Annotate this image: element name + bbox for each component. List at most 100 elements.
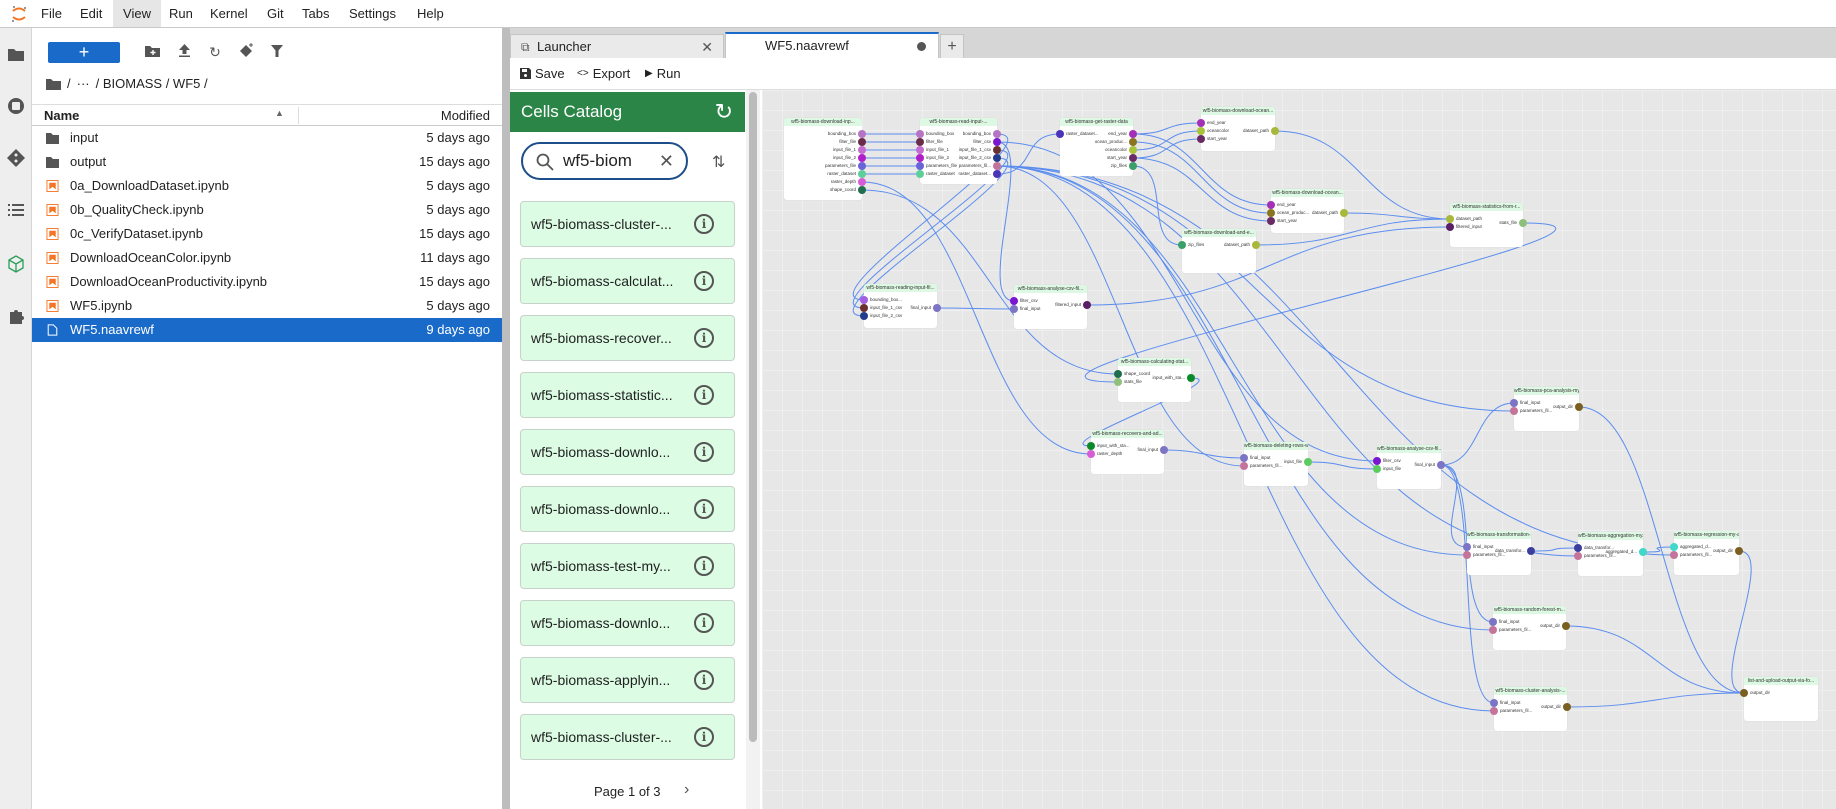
input-port[interactable]: [916, 162, 924, 170]
workflow-node[interactable]: wf5-biomass-statistics-from-r...dataset_…: [1446, 203, 1527, 247]
sort-ascending-icon[interactable]: ▲: [275, 108, 284, 118]
input-port[interactable]: [1197, 127, 1205, 135]
output-port[interactable]: [858, 154, 866, 162]
menu-settings[interactable]: Settings: [349, 6, 396, 21]
input-port[interactable]: [1267, 217, 1275, 225]
output-port[interactable]: [1304, 458, 1312, 466]
input-port[interactable]: [1740, 689, 1748, 697]
input-port[interactable]: [1087, 450, 1095, 458]
output-port[interactable]: [1437, 461, 1445, 469]
input-port[interactable]: [1463, 551, 1471, 559]
catalog-cell-item[interactable]: wf5-biomass-recover...i: [520, 315, 735, 361]
info-icon[interactable]: i: [694, 670, 714, 690]
output-port[interactable]: [993, 170, 1001, 178]
export-button[interactable]: <>Export: [577, 66, 630, 81]
input-port[interactable]: [1489, 626, 1497, 634]
panel-splitter[interactable]: [502, 28, 510, 809]
info-icon[interactable]: i: [694, 556, 714, 576]
column-modified[interactable]: Modified: [440, 108, 490, 123]
info-icon[interactable]: i: [694, 613, 714, 633]
input-port[interactable]: [1197, 135, 1205, 143]
output-port[interactable]: [1187, 374, 1195, 382]
running-stop-icon[interactable]: [6, 96, 26, 116]
folder-icon[interactable]: [6, 44, 26, 64]
output-port[interactable]: [858, 146, 866, 154]
column-name[interactable]: Name: [44, 108, 80, 123]
input-port[interactable]: [1446, 215, 1454, 223]
input-port[interactable]: [1240, 462, 1248, 470]
info-icon[interactable]: i: [694, 727, 714, 747]
filter-icon[interactable]: [267, 42, 287, 62]
input-port[interactable]: [1446, 223, 1454, 231]
menu-view[interactable]: View: [113, 0, 161, 27]
output-port[interactable]: [858, 130, 866, 138]
input-port[interactable]: [1490, 707, 1498, 715]
breadcrumb-ellipsis[interactable]: ···: [76, 76, 90, 91]
output-port[interactable]: [1519, 219, 1527, 227]
input-port[interactable]: [860, 296, 868, 304]
input-port[interactable]: [1373, 465, 1381, 473]
info-icon[interactable]: i: [694, 499, 714, 519]
tab-wf5-naavrewf[interactable]: WF5.naavrewf: [725, 32, 939, 58]
output-port[interactable]: [858, 186, 866, 194]
workflow-node[interactable]: wf5-biomass-transformation-...final_inpu…: [1463, 531, 1535, 575]
extensions-puzzle-icon[interactable]: [6, 306, 26, 326]
output-port[interactable]: [993, 130, 1001, 138]
output-port[interactable]: [858, 138, 866, 146]
output-port[interactable]: [1735, 547, 1743, 555]
output-port[interactable]: [1129, 154, 1137, 162]
input-port[interactable]: [1463, 543, 1471, 551]
table-of-contents-icon[interactable]: [6, 200, 26, 220]
input-port[interactable]: [916, 146, 924, 154]
workflow-node[interactable]: wf5-biomass-aggregation-my...data_transf…: [1574, 532, 1647, 576]
menu-kernel[interactable]: Kernel: [210, 6, 248, 21]
workflow-node[interactable]: wf5-biomass-pca-analysis-my...final_inpu…: [1510, 387, 1583, 431]
next-page-chevron-icon[interactable]: ›: [684, 781, 690, 798]
output-port[interactable]: [1527, 547, 1535, 555]
input-port[interactable]: [916, 130, 924, 138]
home-folder-icon[interactable]: [46, 78, 61, 90]
input-port[interactable]: [860, 312, 868, 320]
input-port[interactable]: [1010, 305, 1018, 313]
input-port[interactable]: [1510, 399, 1518, 407]
info-icon[interactable]: i: [694, 442, 714, 462]
input-port[interactable]: [1178, 241, 1186, 249]
input-port[interactable]: [1670, 551, 1678, 559]
menu-tabs[interactable]: Tabs: [302, 6, 330, 21]
workflow-node[interactable]: wf5-biomass-random-forest-m...final_inpu…: [1489, 606, 1570, 650]
input-port[interactable]: [1010, 297, 1018, 305]
catalog-search-input[interactable]: wf5-biom ✕: [521, 142, 688, 180]
output-port[interactable]: [858, 178, 866, 186]
input-port[interactable]: [1267, 209, 1275, 217]
workflow-node[interactable]: wf5-biomass-calculating-stat...shape_coo…: [1114, 358, 1195, 402]
breadcrumb-path[interactable]: / BIOMASS / WF5 /: [95, 76, 208, 91]
output-port[interactable]: [993, 138, 1001, 146]
workflow-node[interactable]: wf5-biomass-cluster-analysis-...final_in…: [1490, 687, 1571, 731]
menu-run[interactable]: Run: [169, 6, 193, 21]
catalog-cell-item[interactable]: wf5-biomass-calculat...i: [520, 258, 735, 304]
new-folder-icon[interactable]: [142, 42, 162, 62]
run-button[interactable]: ▶Run: [645, 66, 681, 81]
output-port[interactable]: [1271, 127, 1279, 135]
input-port[interactable]: [860, 304, 868, 312]
catalog-cell-item[interactable]: wf5-biomass-downlo...i: [520, 429, 735, 475]
input-port[interactable]: [1490, 699, 1498, 707]
upload-icon[interactable]: [174, 42, 194, 62]
input-port[interactable]: [1240, 454, 1248, 462]
output-port[interactable]: [858, 170, 866, 178]
output-port[interactable]: [1340, 209, 1348, 217]
new-tab-plus-icon[interactable]: +: [940, 34, 964, 58]
input-port[interactable]: [1574, 544, 1582, 552]
workflow-node[interactable]: wf5-biomass-recovers-and-ad...input_with…: [1087, 430, 1168, 474]
workflow-node[interactable]: wf5-biomass-regression-my-a...aggregated…: [1670, 531, 1743, 575]
